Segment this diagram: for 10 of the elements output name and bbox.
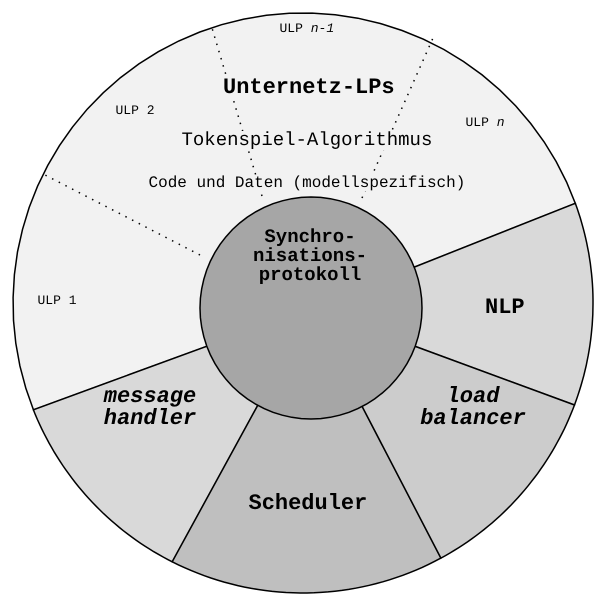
- segment-label: ULP 2: [114, 104, 157, 116]
- sector-label: load balancer: [419, 386, 527, 430]
- sector-label: message handler: [102, 386, 198, 430]
- sector-label: Scheduler: [248, 493, 368, 515]
- sector-label: NLP: [484, 297, 526, 319]
- pie-sector: [412, 202, 594, 407]
- segment-label: ULP n: [464, 116, 507, 128]
- circle-label: Synchro- nisations- protokoll: [252, 228, 368, 284]
- segment-label: ULP n-1: [278, 22, 336, 34]
- segment-label: ULP 1: [36, 294, 79, 306]
